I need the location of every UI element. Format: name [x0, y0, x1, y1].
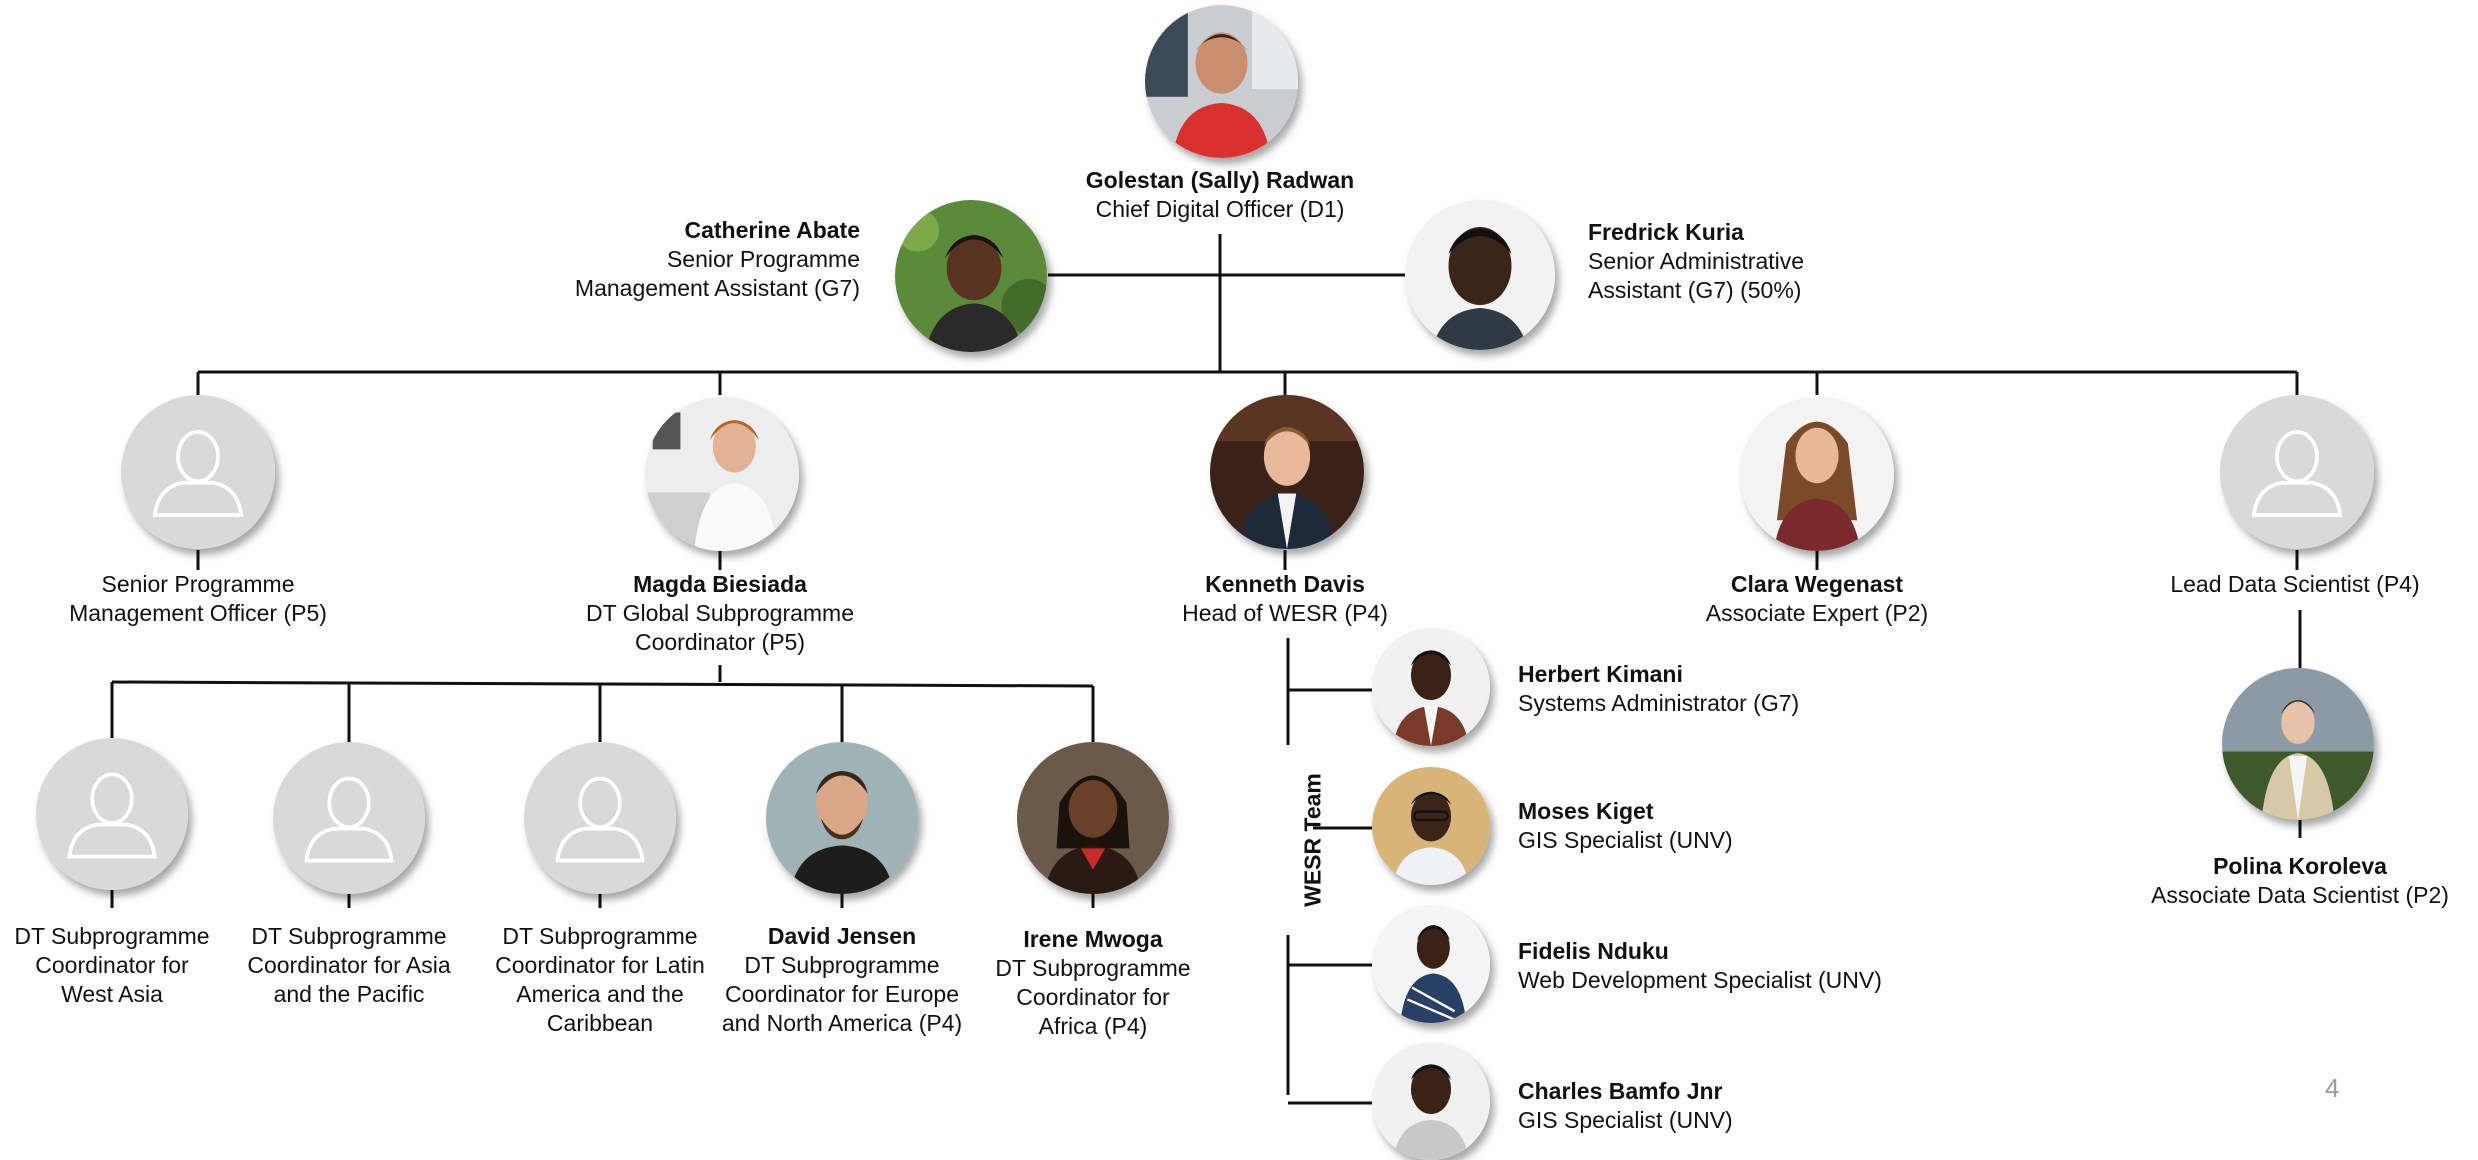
- photo-moses-kiget: [1372, 767, 1490, 885]
- position-title: Lead Data Scientist (P4): [2170, 571, 2420, 597]
- photo-fredrick-kuria: [1405, 200, 1555, 350]
- person-title: GIS Specialist (UNV): [1518, 827, 1733, 853]
- node-charles-bamfo-jnr: Charles Bamfo Jnr GIS Specialist (UNV): [1518, 1077, 1938, 1135]
- node-golestan-radwan: Golestan (Sally) Radwan Chief Digital Of…: [1000, 166, 1440, 224]
- person-title: Associate Expert (P2): [1705, 600, 1929, 626]
- node-clara-wegenast: Clara Wegenast Associate Expert (P2): [1667, 570, 1967, 628]
- position-title-line: and the Pacific: [273, 981, 425, 1007]
- person-title-line: Assistant (G7) (50%): [1588, 277, 1802, 303]
- person-name: David Jensen: [767, 923, 917, 949]
- person-name: Fredrick Kuria: [1588, 219, 1744, 245]
- position-title-line: Coordinator for Latin: [495, 952, 705, 978]
- person-title-line: DT Subprogramme: [744, 952, 940, 978]
- photo-golestan-radwan: [1145, 5, 1298, 158]
- person-name: Fidelis Nduku: [1518, 938, 1669, 964]
- node-dt-coordinator-latin-america: DT Subprogramme Coordinator for Latin Am…: [485, 922, 715, 1038]
- photo-placeholder-lead-data-scientist: [2220, 395, 2374, 549]
- photo-clara-wegenast: [1740, 397, 1894, 551]
- photo-irene-mwoga: [1017, 742, 1169, 894]
- photo-magda-biesiada: [645, 397, 799, 551]
- position-title-line: Senior Programme: [101, 571, 295, 597]
- position-title-line: DT Subprogramme: [502, 923, 698, 949]
- person-title-line: Coordinator for Europe: [725, 981, 959, 1007]
- person-name: Catherine Abate: [684, 217, 860, 243]
- person-name: Clara Wegenast: [1730, 571, 1904, 597]
- person-name: Charles Bamfo Jnr: [1518, 1078, 1723, 1104]
- node-irene-mwoga: Irene Mwoga DT Subprogramme Coordinator …: [978, 925, 1208, 1041]
- position-title-line: America and the: [516, 981, 684, 1007]
- photo-david-jensen: [766, 742, 918, 894]
- node-fidelis-nduku: Fidelis Nduku Web Development Specialist…: [1518, 937, 1958, 995]
- position-title-line: Caribbean: [546, 1010, 654, 1036]
- node-moses-kiget: Moses Kiget GIS Specialist (UNV): [1518, 797, 1938, 855]
- position-title-line: Management Officer (P5): [69, 600, 327, 626]
- person-title-line: Management Assistant (G7): [574, 275, 860, 301]
- person-title-line: Senior Administrative: [1588, 248, 1805, 274]
- node-magda-biesiada: Magda Biesiada DT Global Subprogramme Co…: [540, 570, 900, 657]
- person-title: Systems Administrator (G7): [1518, 690, 1800, 716]
- photo-placeholder-asia-pacific: [273, 742, 425, 894]
- photo-catherine-abate: [895, 200, 1047, 352]
- node-polina-koroleva: Polina Koroleva Associate Data Scientist…: [2125, 852, 2475, 910]
- person-name: Irene Mwoga: [1023, 926, 1163, 952]
- person-title-line: DT Global Subprogramme: [585, 600, 855, 626]
- person-name: Moses Kiget: [1518, 798, 1654, 824]
- position-title-line: Coordinator for: [35, 952, 189, 978]
- node-dt-coordinator-asia-pacific: DT Subprogramme Coordinator for Asia and…: [234, 922, 464, 1009]
- person-name: Magda Biesiada: [633, 571, 807, 597]
- photo-polina-koroleva: [2222, 668, 2374, 820]
- photo-charles-bamfo-jnr: [1372, 1042, 1490, 1160]
- photo-placeholder-senior-programme-management-officer: [121, 395, 275, 549]
- position-title-line: West Asia: [61, 981, 163, 1007]
- person-title-line: Coordinator (P5): [634, 629, 806, 655]
- node-lead-data-scientist: Lead Data Scientist (P4): [2140, 570, 2450, 599]
- person-title-line: Africa (P4): [1038, 1013, 1148, 1039]
- person-title: Chief Digital Officer (D1): [1095, 196, 1345, 222]
- node-kenneth-davis: Kenneth Davis Head of WESR (P4): [1135, 570, 1435, 628]
- person-title: Associate Data Scientist (P2): [2151, 882, 2449, 908]
- node-fredrick-kuria: Fredrick Kuria Senior Administrative Ass…: [1588, 218, 1908, 305]
- node-dt-coordinator-west-asia: DT Subprogramme Coordinator for West Asi…: [0, 922, 224, 1009]
- person-title: GIS Specialist (UNV): [1518, 1107, 1733, 1133]
- person-name: Polina Koroleva: [2213, 853, 2387, 879]
- page-number: 4: [2325, 1073, 2340, 1103]
- person-name: Golestan (Sally) Radwan: [1085, 167, 1355, 193]
- position-title-line: DT Subprogramme: [14, 923, 210, 949]
- photo-herbert-kimani: [1372, 628, 1490, 746]
- position-title-line: DT Subprogramme: [251, 923, 447, 949]
- person-title-line: Senior Programme: [666, 246, 860, 272]
- person-title: Web Development Specialist (UNV): [1518, 967, 1882, 993]
- person-title: Head of WESR (P4): [1182, 600, 1388, 626]
- node-catherine-abate: Catherine Abate Senior Programme Managem…: [460, 216, 860, 303]
- wesr-team-label: WESR Team: [1299, 773, 1326, 907]
- photo-kenneth-davis: [1210, 395, 1364, 549]
- photo-fidelis-nduku: [1372, 905, 1490, 1023]
- node-david-jensen: David Jensen DT Subprogramme Coordinator…: [712, 922, 972, 1038]
- person-title-line: DT Subprogramme: [995, 955, 1191, 981]
- position-title-line: Coordinator for Asia: [247, 952, 451, 978]
- node-senior-programme-management-officer: Senior Programme Management Officer (P5): [38, 570, 358, 628]
- photo-placeholder-west-asia: [36, 738, 188, 890]
- person-title-line: and North America (P4): [721, 1010, 963, 1036]
- node-herbert-kimani: Herbert Kimani Systems Administrator (G7…: [1518, 660, 1938, 718]
- person-name: Herbert Kimani: [1518, 661, 1683, 687]
- person-name: Kenneth Davis: [1205, 571, 1365, 597]
- photo-placeholder-latin-america: [524, 742, 676, 894]
- person-title-line: Coordinator for: [1016, 984, 1170, 1010]
